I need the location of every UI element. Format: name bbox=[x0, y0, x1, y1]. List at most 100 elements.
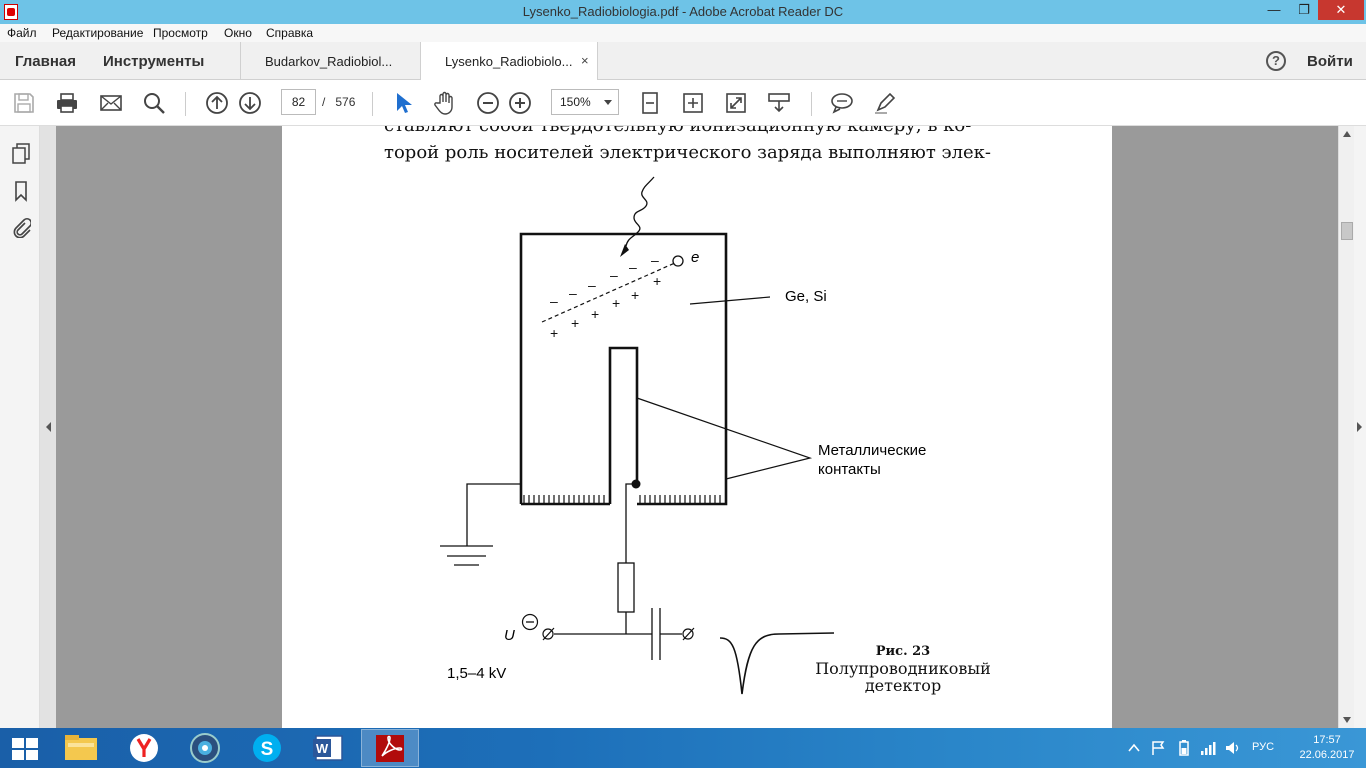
zoom-out-icon[interactable] bbox=[476, 91, 500, 115]
collapse-left-panel-button[interactable] bbox=[40, 126, 56, 728]
zoom-select[interactable]: 150% bbox=[551, 89, 619, 115]
menu-window[interactable]: Окно bbox=[224, 26, 252, 40]
taskbar-acrobat[interactable] bbox=[361, 729, 419, 767]
inner-electrode bbox=[608, 346, 639, 504]
toolbar-separator bbox=[811, 92, 812, 116]
title-bar: Lysenko_Radiobiologia.pdf - Adobe Acroba… bbox=[0, 0, 1366, 24]
toolbar-separator bbox=[185, 92, 186, 116]
input-language-indicator[interactable]: РУС bbox=[1252, 741, 1275, 753]
previous-page-icon[interactable] bbox=[205, 91, 229, 115]
close-window-button[interactable]: ✕ bbox=[1318, 0, 1364, 20]
page-total: / 576 bbox=[322, 95, 355, 109]
fit-page-icon[interactable] bbox=[638, 91, 662, 115]
electron-label: e bbox=[691, 249, 699, 266]
vertical-scrollbar[interactable] bbox=[1338, 126, 1354, 728]
ionization-track bbox=[541, 261, 678, 323]
read-mode-icon[interactable] bbox=[767, 91, 791, 115]
scroll-mode-icon[interactable] bbox=[681, 91, 705, 115]
tab-budarkov[interactable]: Budarkov_Radiobiol... bbox=[240, 42, 420, 80]
system-clock[interactable]: 17:57 22.06.2017 bbox=[1294, 733, 1360, 763]
action-center-flag-icon[interactable] bbox=[1150, 740, 1166, 756]
minus-sign: – bbox=[588, 277, 596, 293]
contacts-label-line1: Металлические bbox=[818, 442, 926, 459]
tab-close-icon[interactable]: × bbox=[581, 53, 589, 68]
ground-wire bbox=[466, 483, 521, 546]
plus-sign: + bbox=[653, 273, 661, 289]
media-app-icon bbox=[190, 733, 220, 763]
acrobat-app-icon bbox=[4, 4, 18, 20]
plus-sign: + bbox=[571, 315, 579, 331]
scrollbar-thumb[interactable] bbox=[1341, 222, 1353, 240]
maximize-button[interactable]: ❐ bbox=[1298, 2, 1310, 17]
taskbar-yandex-browser[interactable] bbox=[115, 729, 173, 767]
email-icon[interactable] bbox=[99, 91, 123, 115]
attachments-icon[interactable] bbox=[11, 216, 31, 238]
minus-sign: – bbox=[569, 285, 577, 301]
search-icon[interactable] bbox=[142, 91, 166, 115]
minus-sign: – bbox=[610, 267, 618, 283]
plus-sign: + bbox=[612, 295, 620, 311]
help-icon[interactable]: ? bbox=[1266, 51, 1286, 71]
highlight-icon[interactable] bbox=[873, 91, 897, 115]
page-separator: / bbox=[322, 95, 326, 109]
material-label: Ge, Si bbox=[785, 288, 827, 305]
print-icon[interactable] bbox=[55, 91, 79, 115]
folder-icon bbox=[65, 735, 97, 760]
zoom-in-icon[interactable] bbox=[508, 91, 532, 115]
select-cursor-icon[interactable] bbox=[391, 91, 415, 115]
page-thumbnails-icon[interactable] bbox=[11, 142, 31, 164]
tab-lysenko[interactable]: Lysenko_Radiobiolo...× bbox=[420, 42, 598, 81]
minimize-button[interactable]: — bbox=[1267, 2, 1281, 17]
sign-in-button[interactable]: Войти bbox=[1307, 53, 1353, 70]
chevron-down-icon bbox=[604, 100, 612, 105]
windows-start-icon[interactable] bbox=[12, 738, 38, 760]
show-hidden-icons-icon[interactable] bbox=[1128, 743, 1140, 753]
plus-sign: + bbox=[631, 287, 639, 303]
detector-figure: e – – – – – – + + + + + + Ge, Si Металли… bbox=[440, 176, 926, 695]
word-icon: W bbox=[313, 735, 343, 761]
page-number-input[interactable]: 82 bbox=[281, 89, 316, 115]
terminal-slash bbox=[542, 627, 555, 641]
taskbar-app-blue[interactable] bbox=[176, 729, 234, 767]
page-text-line: ставляют собой твердотельную ионизационн… bbox=[384, 126, 971, 136]
skype-icon: S bbox=[253, 734, 281, 762]
tab-bar: Главная Инструменты Budarkov_Radiobiol..… bbox=[0, 42, 1366, 81]
menu-help[interactable]: Справка bbox=[266, 26, 314, 40]
terminal-slash bbox=[682, 627, 695, 641]
plus-sign: + bbox=[550, 325, 558, 341]
document-viewer[interactable]: ставляют собой твердотельную ионизационн… bbox=[56, 126, 1338, 728]
volume-icon[interactable] bbox=[1224, 740, 1240, 756]
network-signal-icon[interactable] bbox=[1200, 740, 1216, 756]
menu-edit[interactable]: Редактирование bbox=[52, 26, 144, 40]
yandex-icon bbox=[130, 734, 158, 762]
scroll-down-icon[interactable] bbox=[1343, 717, 1351, 723]
menu-view[interactable]: Просмотр bbox=[153, 26, 208, 40]
battery-icon[interactable] bbox=[1176, 740, 1192, 756]
comment-icon[interactable] bbox=[830, 91, 854, 115]
voltage-symbol: U bbox=[504, 627, 515, 644]
next-page-icon[interactable] bbox=[238, 91, 262, 115]
taskbar-explorer[interactable] bbox=[52, 729, 110, 767]
contacts-label-line2: контакты bbox=[818, 461, 881, 478]
hand-tool-icon[interactable] bbox=[433, 91, 457, 115]
taskbar-word[interactable]: W bbox=[300, 729, 358, 767]
full-screen-icon[interactable] bbox=[724, 91, 748, 115]
capacitor bbox=[651, 608, 661, 660]
toolbar-separator bbox=[372, 92, 373, 116]
svg-text:S: S bbox=[261, 739, 274, 760]
nav-home[interactable]: Главная bbox=[15, 53, 77, 70]
minus-sign: – bbox=[550, 293, 558, 309]
minus-sign: – bbox=[651, 252, 659, 268]
menu-file[interactable]: Файл bbox=[7, 26, 37, 40]
voltage-range: 1,5–4 kV bbox=[447, 665, 506, 682]
scroll-up-icon[interactable] bbox=[1343, 131, 1351, 137]
figure-number: Рис. 23 bbox=[875, 644, 931, 659]
bookmarks-icon[interactable] bbox=[11, 180, 31, 202]
caption-line: Полупроводниковый bbox=[815, 659, 991, 678]
tab-label: Budarkov_Radiobiol... bbox=[265, 54, 393, 69]
nav-tools[interactable]: Инструменты bbox=[103, 53, 205, 70]
expand-right-panel-button[interactable] bbox=[1354, 126, 1366, 728]
svg-text:W: W bbox=[316, 741, 329, 756]
save-icon[interactable] bbox=[12, 91, 36, 115]
taskbar-skype[interactable]: S bbox=[238, 729, 296, 767]
